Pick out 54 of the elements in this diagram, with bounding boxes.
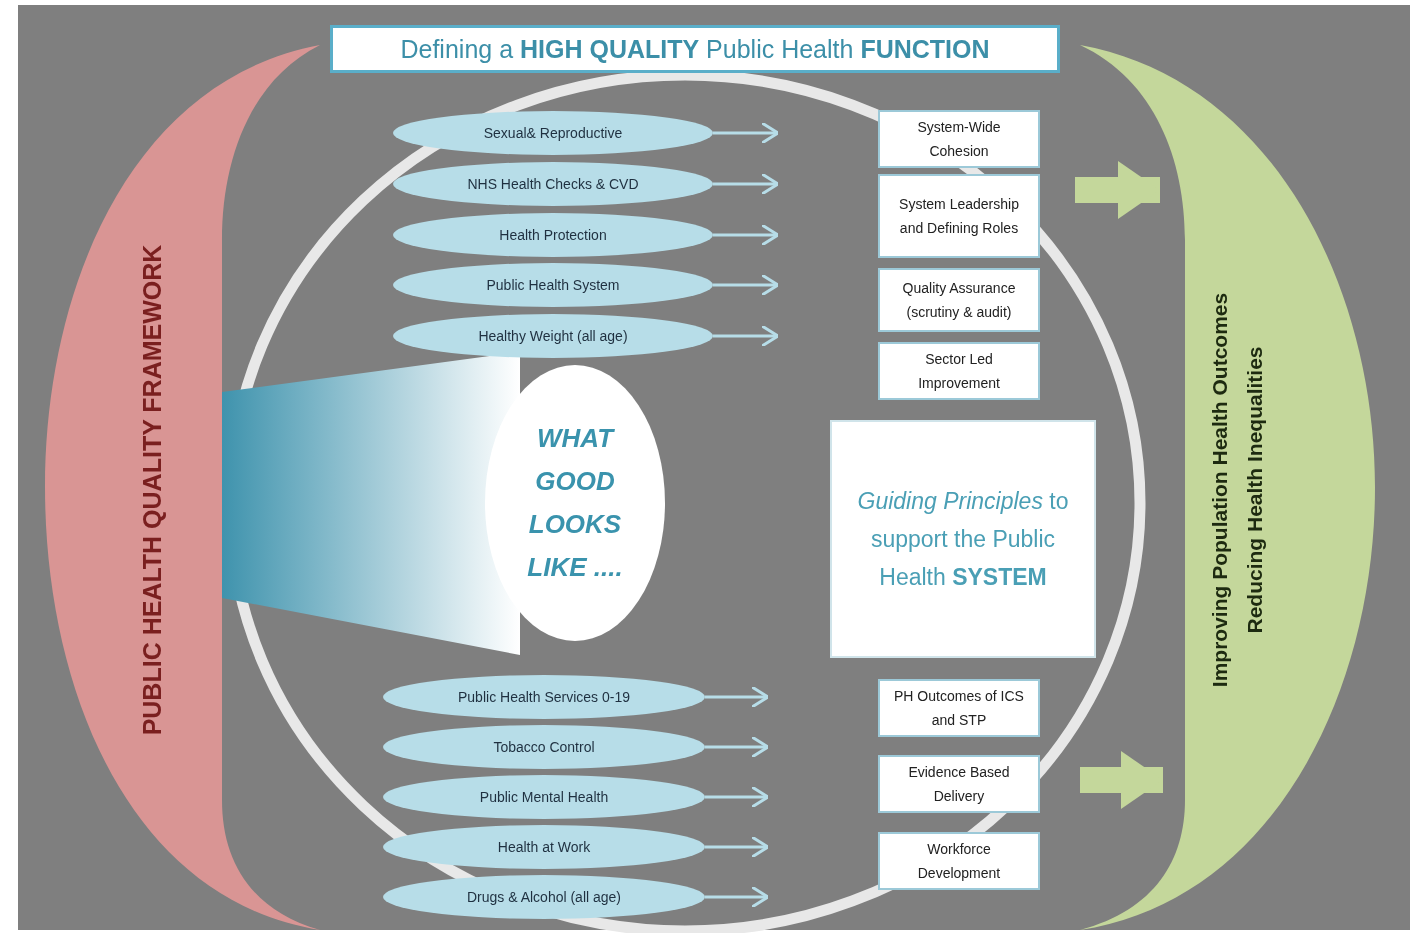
principles-text: Guiding Principles to support the Public Health SYSTEM: [856, 487, 1070, 592]
principle-label: Workforce Development: [916, 840, 1002, 883]
principle-label: Evidence Based Delivery: [907, 763, 1011, 806]
topic-oval: [383, 825, 705, 869]
topic-label: Public Health System: [485, 277, 621, 293]
arrow: [713, 172, 780, 196]
principle-box: [878, 342, 1040, 400]
principle-box: [878, 110, 1040, 168]
principle-label: System Leadership and Defining Roles: [898, 195, 1020, 238]
topic-oval: [393, 263, 713, 307]
arrow: [713, 273, 780, 297]
topic-label: Drugs & Alcohol (all age): [465, 889, 623, 905]
principle-box: [878, 679, 1040, 737]
principle-box: [878, 832, 1040, 890]
topic-oval: [383, 875, 705, 919]
band-label: Reducing Health Inequalities: [1243, 346, 1267, 634]
arrow: [705, 835, 770, 859]
topic-label: Health at Work: [496, 839, 592, 855]
spotlight-oval: [485, 365, 665, 641]
arrow: [713, 223, 780, 247]
topic-oval: [393, 162, 713, 206]
principle-label: Sector Led Improvement: [917, 350, 1001, 393]
topic-label: Public Mental Health: [478, 789, 610, 805]
principle-label: PH Outcomes of ICS and STP: [893, 687, 1025, 730]
principle-box: [878, 174, 1040, 258]
topic-oval: [383, 775, 705, 819]
block-arrow: [1075, 161, 1160, 219]
principle-box: [878, 755, 1040, 813]
topic-label: Public Health Services 0-19: [457, 689, 631, 705]
arrow: [705, 785, 770, 809]
arrow: [713, 324, 780, 348]
topic-label: Healthy Weight (all age): [477, 328, 629, 344]
principle-label: Quality Assurance (scrutiny & audit): [901, 279, 1017, 322]
principle-box: [878, 268, 1040, 332]
topic-label: Tobacco Control: [492, 739, 596, 755]
arrow: [713, 121, 780, 145]
arrow: [705, 735, 770, 759]
topic-label: Sexual& Reproductive: [482, 125, 624, 141]
topic-oval: [393, 213, 713, 257]
principle-label: System-Wide Cohesion: [916, 118, 1002, 161]
topic-oval: [383, 725, 705, 769]
topic-label: NHS Health Checks & CVD: [466, 176, 640, 192]
arrow: [705, 685, 770, 709]
topic-oval: [393, 314, 713, 358]
band-label: Improving Population Health Outcomes: [1208, 292, 1232, 688]
topic-oval: [393, 111, 713, 155]
topic-oval: [383, 675, 705, 719]
topic-label: Health Protection: [498, 227, 608, 243]
spotlight-text: WHAT GOOD LOOKS LIKE ....: [526, 422, 624, 584]
title-banner: Defining a HIGH QUALITY Public Health FUNCTION: [330, 25, 1060, 73]
principles-panel: [830, 420, 1096, 658]
arrow: [705, 885, 770, 909]
block-arrow: [1080, 751, 1163, 809]
band-label: PUBLIC HEALTH QUALITY FRAMEWORK: [137, 244, 167, 736]
